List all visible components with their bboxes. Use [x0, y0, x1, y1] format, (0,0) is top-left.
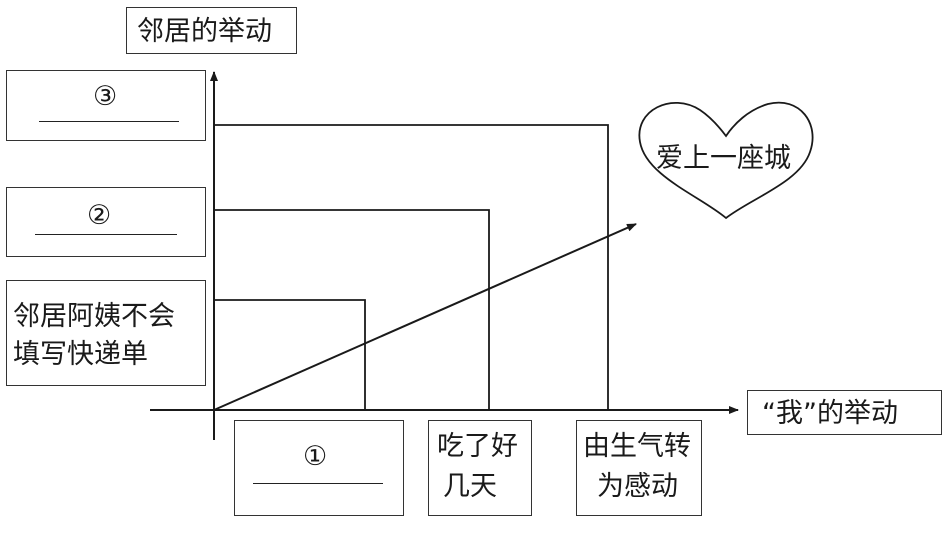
bottom-box-2-line1: 吃了好: [437, 431, 518, 462]
growth-arrow: [213, 223, 637, 411]
bottom-box-3-line1: 由生气转: [583, 431, 691, 462]
bottom-box-3: 由生气转 为感动: [576, 420, 702, 516]
left-box-2: ②: [6, 187, 206, 257]
bottom-box-3-line2: 为感动: [597, 471, 678, 502]
step-level-3: [214, 124, 609, 410]
blank-1-line: [253, 483, 383, 484]
y-axis-label: 邻居的举动: [137, 16, 272, 47]
x-axis-label-box: “我”的举动: [747, 390, 942, 435]
bottom-box-1: ①: [234, 420, 404, 516]
left-box-1-line1: 邻居阿姨不会: [13, 301, 175, 332]
blank-2-line: [35, 234, 177, 235]
blank-3-marker: ③: [93, 81, 118, 112]
left-box-3: ③: [6, 70, 206, 141]
blank-1-marker: ①: [303, 441, 328, 472]
step-level-1: [214, 299, 366, 410]
bottom-box-2: 吃了好 几天: [428, 420, 532, 516]
step-level-2: [214, 209, 490, 410]
y-axis-label-box: 邻居的举动: [126, 7, 297, 54]
bottom-box-2-line2: 几天: [443, 471, 497, 502]
left-box-1: 邻居阿姨不会 填写快递单: [6, 280, 206, 386]
heart-label: 爱上一座城: [656, 143, 791, 174]
x-axis-label: “我”的举动: [762, 398, 898, 429]
blank-2-marker: ②: [87, 200, 112, 231]
blank-3-line: [39, 121, 179, 122]
left-box-1-line2: 填写快递单: [13, 339, 148, 370]
heart-shape: [638, 101, 814, 220]
